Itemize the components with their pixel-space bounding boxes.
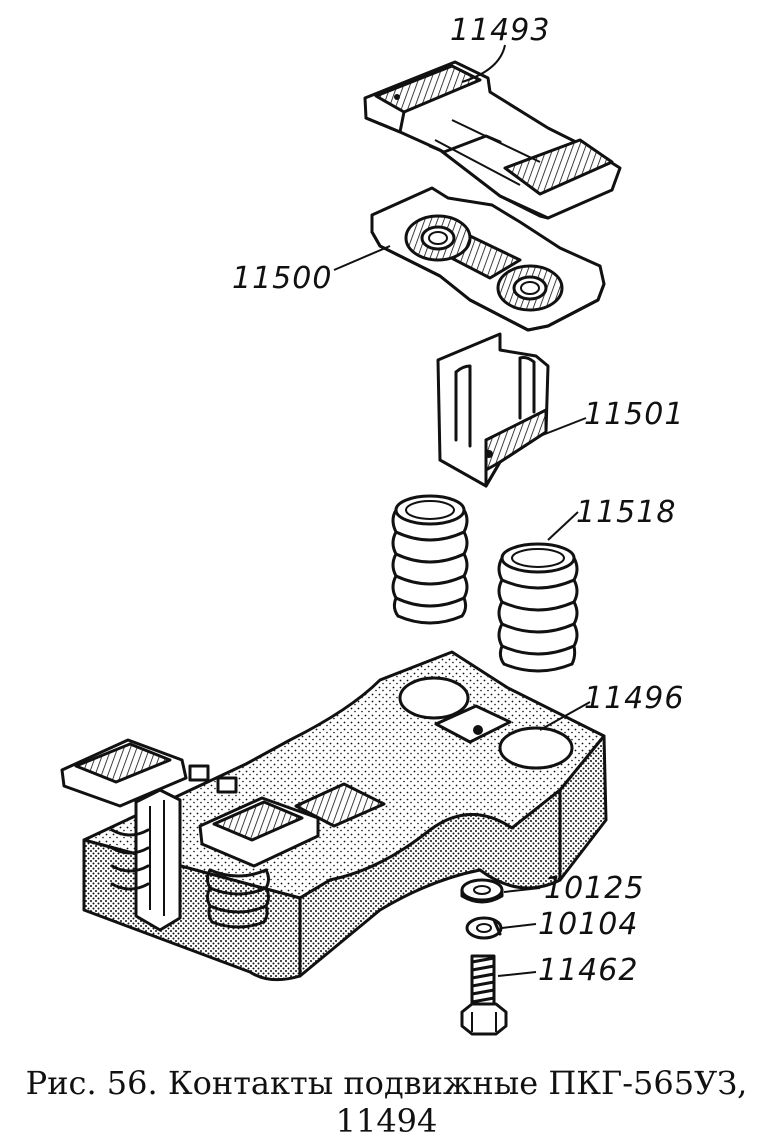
spring-right-11518 — [497, 542, 579, 673]
washer-right — [496, 264, 564, 312]
label-10125: 10125 — [544, 871, 644, 906]
contact-bridge-11493 — [363, 60, 622, 220]
bolt-11462 — [460, 954, 508, 1036]
exploded-assembly-diagram: 11493 11500 11501 — [60, 13, 684, 1036]
caption-line-2: 11494 — [335, 1102, 438, 1140]
label-11462: 11462 — [538, 953, 638, 988]
label-11493: 11493 — [450, 13, 550, 48]
label-11501: 11501 — [584, 397, 684, 432]
washer-left — [404, 214, 472, 262]
u-bracket-11501 — [436, 332, 550, 488]
leader-11518 — [547, 511, 579, 541]
leader-11496 — [539, 701, 591, 731]
caption-line-1: Рис. 56. Контакты подвижные ПКГ-565УЗ, — [25, 1064, 748, 1102]
flat-washer-10125 — [460, 878, 504, 904]
lock-washer-10104 — [465, 916, 503, 940]
label-10104: 10104 — [538, 907, 638, 942]
leader-11493 — [461, 44, 506, 83]
leader-11462 — [497, 971, 537, 977]
leader-11500 — [333, 245, 391, 271]
label-11500: 11500 — [232, 261, 332, 296]
label-11496: 11496 — [584, 681, 684, 716]
square-hole — [294, 782, 386, 828]
spring-plate-11500 — [370, 186, 606, 332]
insulating-base-11496 — [60, 650, 608, 982]
leader-10125 — [503, 887, 541, 893]
label-11518: 11518 — [576, 495, 676, 530]
pocket-rear — [398, 676, 470, 720]
leader-10104 — [501, 923, 537, 929]
leader-11501 — [539, 417, 587, 437]
pocket-front — [498, 726, 574, 770]
figure-caption: Рис. 56. Контакты подвижные ПКГ-565УЗ, 1… — [0, 1064, 773, 1140]
spring-left-11518 — [391, 494, 469, 625]
